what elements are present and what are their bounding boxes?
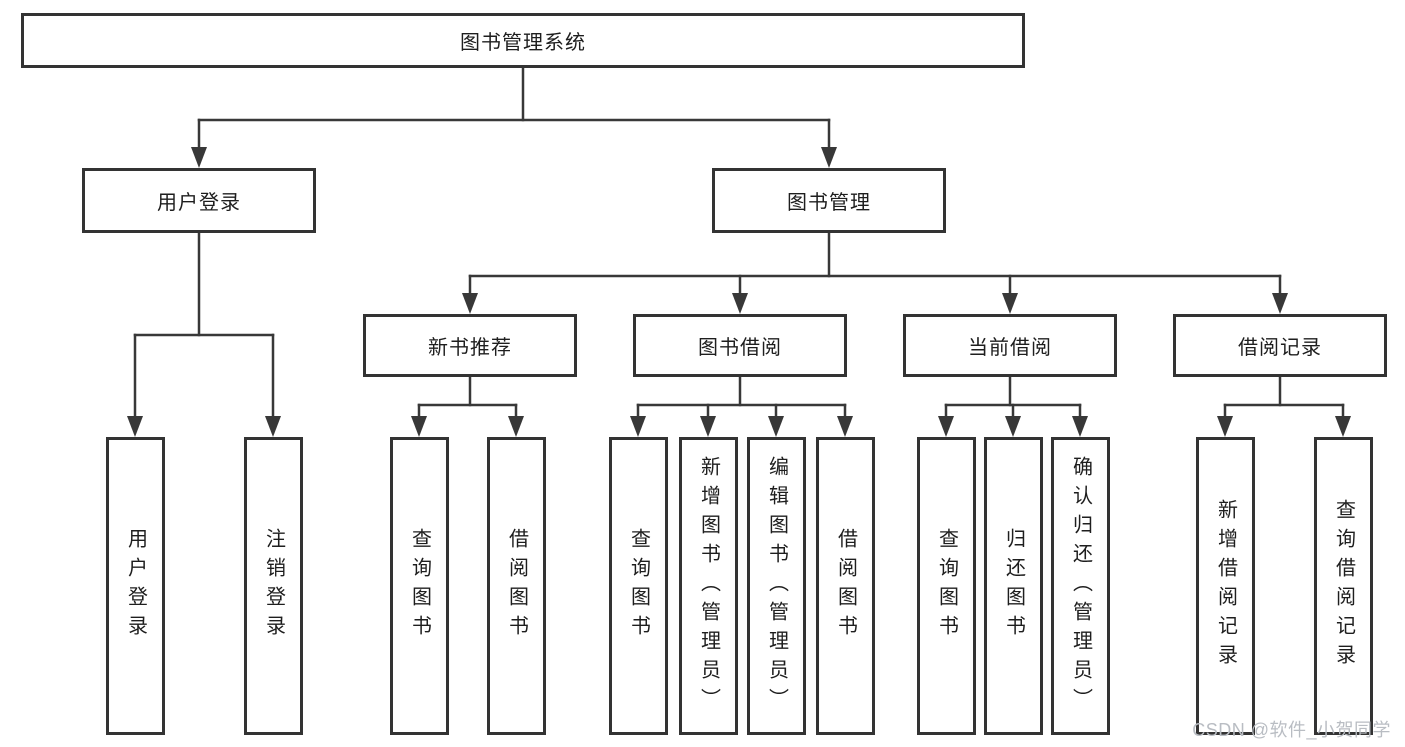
arrowheads	[127, 147, 1351, 437]
node-label: 查询图书	[935, 528, 958, 644]
node-current-borrowing: 当前借阅	[903, 314, 1117, 377]
leaf-query-books-recommend: 查询图书	[390, 437, 449, 735]
leaf-borrow-books-recommend: 借阅图书	[487, 437, 546, 735]
leaf-return-books: 归还图书	[984, 437, 1043, 735]
node-label: 查询借阅记录	[1332, 499, 1355, 673]
node-label: 借阅记录	[1238, 337, 1322, 359]
node-label: 借阅图书	[834, 528, 857, 644]
leaf-add-borrow-record: 新增借阅记录	[1196, 437, 1255, 735]
leaf-query-books-current: 查询图书	[917, 437, 976, 735]
leaf-logout: 注销登录	[244, 437, 303, 735]
node-new-book-recommend: 新书推荐	[363, 314, 577, 377]
node-label: 借阅图书	[505, 528, 528, 644]
node-label: 查询图书	[627, 528, 650, 644]
leaf-query-books-borrow: 查询图书	[609, 437, 668, 735]
node-label: 确认归还（管理员）	[1069, 455, 1092, 717]
node-label: 当前借阅	[968, 337, 1052, 359]
leaf-confirm-return-admin: 确认归还（管理员）	[1051, 437, 1110, 735]
node-label: 注销登录	[262, 528, 285, 644]
node-label: 查询图书	[408, 528, 431, 644]
leaf-edit-books-admin: 编辑图书（管理员）	[747, 437, 806, 735]
node-label: 归还图书	[1002, 528, 1025, 644]
node-borrowing-records: 借阅记录	[1173, 314, 1387, 377]
leaf-user-login: 用户登录	[106, 437, 165, 735]
node-label: 新书推荐	[428, 337, 512, 359]
node-label: 新增图书（管理员）	[697, 455, 720, 717]
connector-stems	[133, 66, 1345, 419]
leaf-add-books-admin: 新增图书（管理员）	[679, 437, 738, 735]
node-label: 图书借阅	[698, 337, 782, 359]
node-book-management: 图书管理	[712, 168, 946, 233]
node-label: 编辑图书（管理员）	[765, 455, 788, 717]
leaf-borrow-books: 借阅图书	[816, 437, 875, 735]
node-book-borrowing: 图书借阅	[633, 314, 847, 377]
node-label: 图书管理系统	[460, 32, 586, 54]
leaf-query-borrow-record: 查询借阅记录	[1314, 437, 1373, 735]
node-root-library-system: 图书管理系统	[21, 13, 1025, 68]
node-label: 用户登录	[124, 528, 147, 644]
node-label: 图书管理	[787, 192, 871, 214]
node-user-login: 用户登录	[82, 168, 316, 233]
node-label: 新增借阅记录	[1214, 499, 1237, 673]
csdn-watermark: CSDN @软件_小贺同学	[1192, 720, 1391, 740]
node-label: 用户登录	[157, 192, 241, 214]
